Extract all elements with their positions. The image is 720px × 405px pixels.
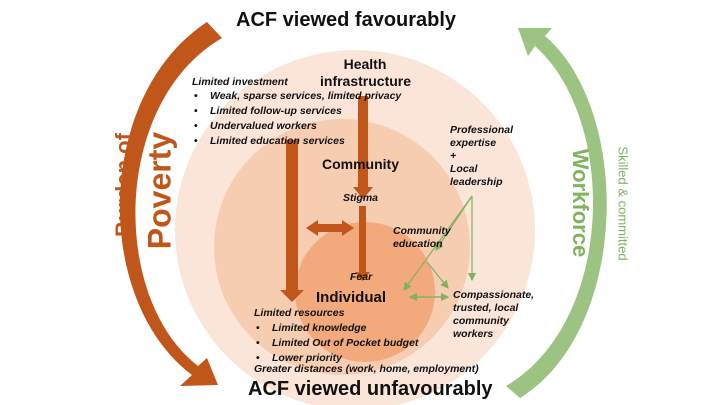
fear-label: Fear bbox=[350, 271, 373, 283]
limited-investment-block: Limited investment Weak, sparse services… bbox=[192, 76, 401, 149]
bottom-title: ACF viewed unfavourably bbox=[248, 378, 493, 400]
professional-block: Professional expertise + Local leadershi… bbox=[450, 124, 513, 189]
list-item: Lower priority bbox=[254, 351, 418, 366]
workforce-curved-arrow bbox=[506, 28, 607, 398]
community-education-label: Community education bbox=[393, 225, 451, 250]
limited-investment-heading: Limited investment bbox=[192, 76, 288, 88]
compassionate-workers-label: Compassionate, trusted, local community … bbox=[453, 289, 535, 340]
plus-line: + bbox=[450, 150, 457, 162]
list-item: Undervalued workers bbox=[192, 119, 401, 134]
burden-of-label: Burden of bbox=[111, 133, 136, 237]
list-item: Limited follow-up services bbox=[192, 104, 401, 119]
workforce-label: Workforce bbox=[568, 148, 593, 258]
health-infrastructure-label: Health infrastructure bbox=[320, 56, 412, 89]
downward-arrow-left bbox=[280, 140, 304, 302]
double-horizontal-arrow bbox=[306, 220, 354, 236]
leadership-line: leadership bbox=[450, 176, 503, 188]
local-line: Local bbox=[450, 163, 478, 175]
top-title: ACF viewed favourably bbox=[236, 9, 457, 31]
limited-resources-heading: Limited resources bbox=[254, 307, 345, 319]
greater-distances-label: Greater distances (work, home, employmen… bbox=[254, 363, 479, 375]
skilled-committed-label: Skilled & committed bbox=[615, 146, 631, 261]
limited-resources-block: Limited resources Limited knowledge Limi… bbox=[254, 307, 418, 366]
professional-line: Professional bbox=[450, 124, 514, 136]
list-item: Weak, sparse services, limited privacy bbox=[192, 89, 401, 104]
community-label: Community bbox=[322, 156, 399, 172]
poverty-curved-arrow bbox=[119, 22, 222, 386]
list-item: Limited education services bbox=[192, 134, 401, 149]
poverty-label: Poverty bbox=[141, 131, 178, 250]
green-connector-arrows bbox=[403, 195, 477, 302]
downward-arrow-inner bbox=[355, 206, 370, 281]
limited-investment-list: Weak, sparse services, limited privacy L… bbox=[192, 89, 401, 149]
expertise-line: expertise bbox=[450, 137, 497, 149]
limited-resources-list: Limited knowledge Limited Out of Pocket … bbox=[254, 321, 418, 366]
list-item: Limited Out of Pocket budget bbox=[254, 336, 418, 351]
stigma-label: Stigma bbox=[343, 192, 379, 204]
individual-label: Individual bbox=[316, 289, 387, 306]
list-item: Limited knowledge bbox=[254, 321, 418, 336]
